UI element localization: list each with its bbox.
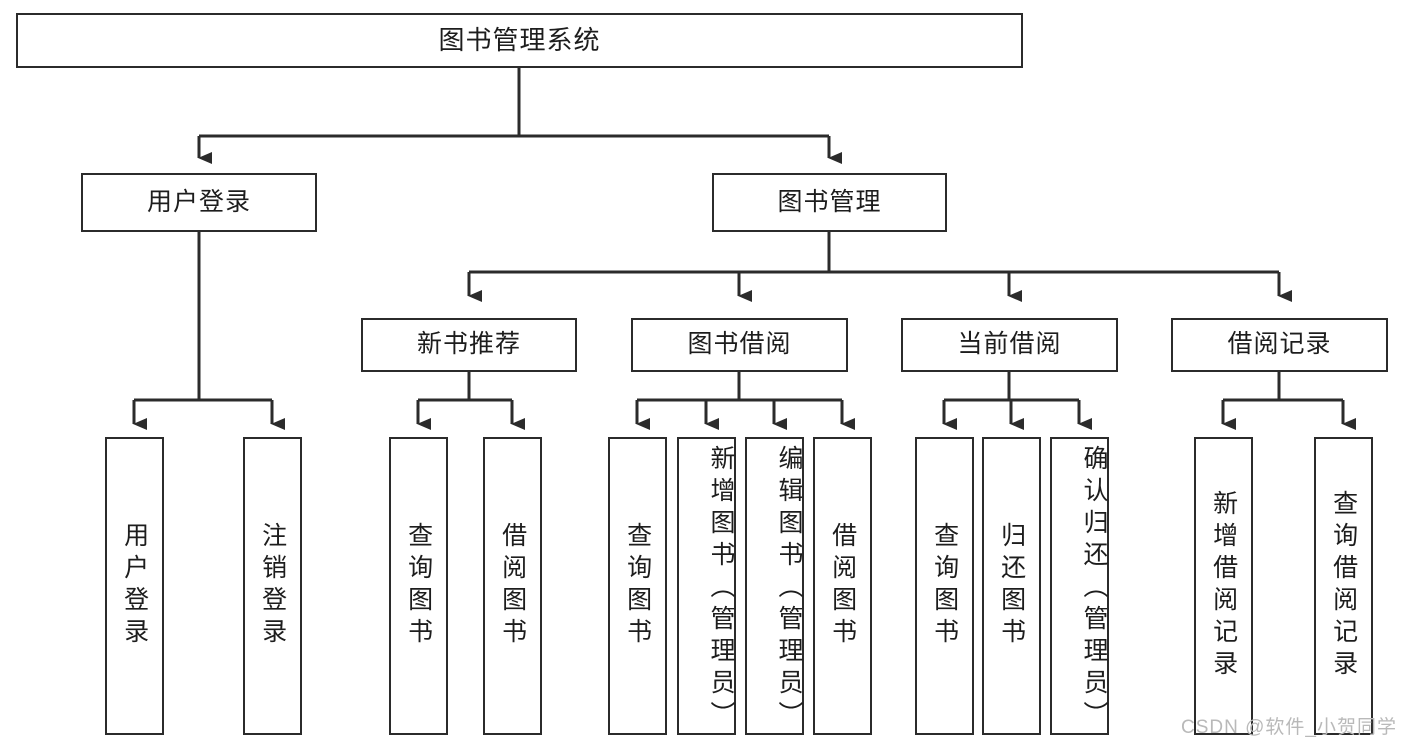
- leaf-borrow-book-recommend[interactable]: 借阅图书: [483, 437, 542, 735]
- node-new-book-recommend[interactable]: 新书推荐: [361, 318, 577, 372]
- node-user-login[interactable]: 用户登录: [81, 173, 317, 232]
- csdn-watermark: CSDN @软件_小贺同学: [1181, 717, 1397, 738]
- node-borrow-record[interactable]: 借阅记录: [1171, 318, 1388, 372]
- leaf-query-book-current[interactable]: 查询图书: [915, 437, 974, 735]
- leaf-add-book-admin[interactable]: 新增图书（管理员）: [677, 437, 736, 735]
- node-book-borrow[interactable]: 图书借阅: [631, 318, 848, 372]
- leaf-query-book-borrow[interactable]: 查询图书: [608, 437, 667, 735]
- leaf-add-borrow-record[interactable]: 新增借阅记录: [1194, 437, 1253, 735]
- leaf-query-borrow-record[interactable]: 查询借阅记录: [1314, 437, 1373, 735]
- node-current-borrow[interactable]: 当前借阅: [901, 318, 1118, 372]
- node-book-manage[interactable]: 图书管理: [712, 173, 947, 232]
- leaf-user-login[interactable]: 用户登录: [105, 437, 164, 735]
- leaf-edit-book-admin[interactable]: 编辑图书（管理员）: [745, 437, 804, 735]
- leaf-query-book-recommend[interactable]: 查询图书: [389, 437, 448, 735]
- leaf-user-logout[interactable]: 注销登录: [243, 437, 302, 735]
- leaf-confirm-return-admin[interactable]: 确认归还（管理员）: [1050, 437, 1109, 735]
- node-root-system[interactable]: 图书管理系统: [16, 13, 1023, 68]
- leaf-borrow-book-borrow[interactable]: 借阅图书: [813, 437, 872, 735]
- leaf-return-book[interactable]: 归还图书: [982, 437, 1041, 735]
